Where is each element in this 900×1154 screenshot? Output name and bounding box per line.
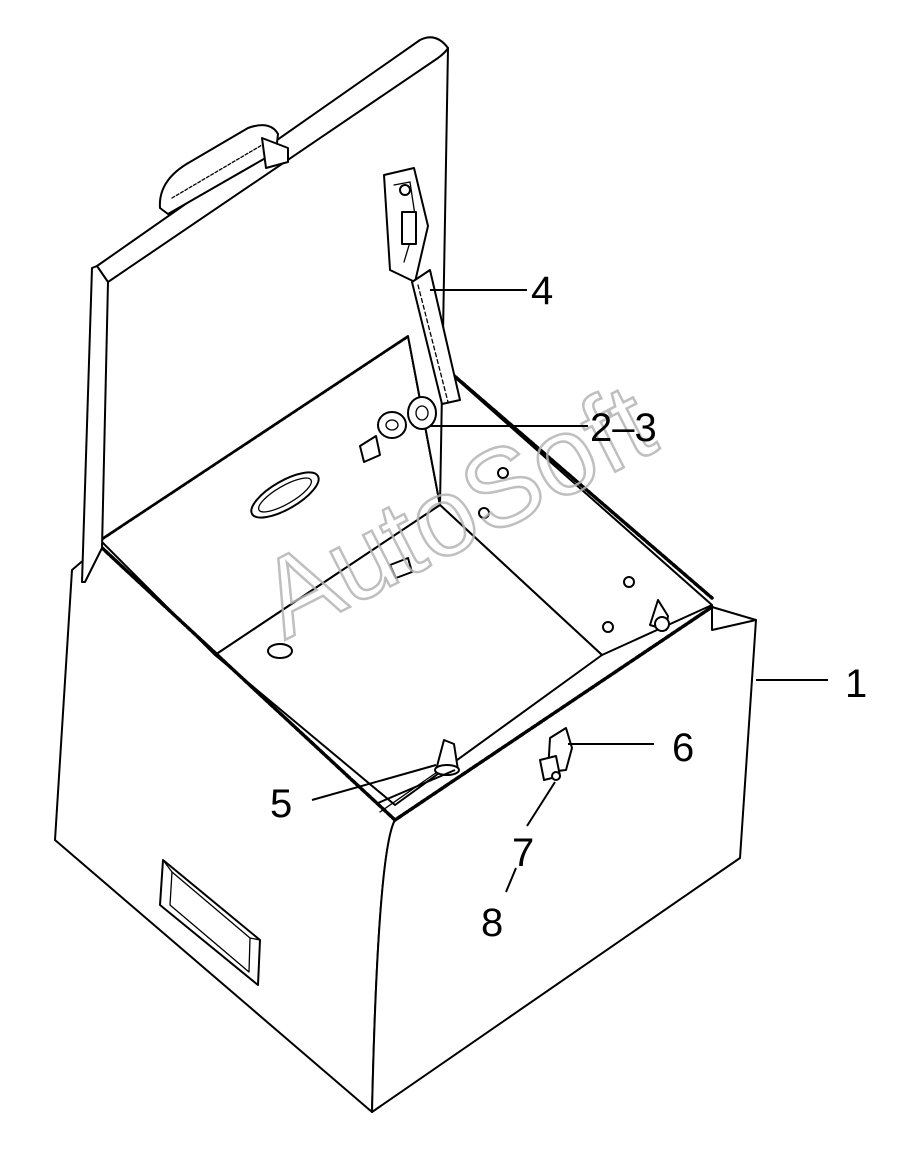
leader-7 xyxy=(526,781,556,827)
callout-leaders xyxy=(311,289,828,893)
front-rim xyxy=(98,544,714,823)
floor-fittings xyxy=(267,557,670,659)
lid-strut-bracket xyxy=(383,167,429,283)
callout-label-2-3: 2–3 xyxy=(590,406,657,450)
callout-label-4: 4 xyxy=(531,269,553,313)
lid-handle xyxy=(158,124,289,215)
wall-studs xyxy=(478,467,635,633)
callout-labels: 1 2–3 4 5 6 7 8 xyxy=(270,269,867,945)
box-handle-cutout xyxy=(159,859,261,986)
callout-label-6: 6 xyxy=(672,726,694,770)
callout-label-5: 5 xyxy=(270,782,292,826)
box-front-face xyxy=(371,606,757,1113)
box-corner-step xyxy=(711,606,757,631)
hinge-latch-assembly xyxy=(359,396,437,463)
box-body xyxy=(54,545,757,1113)
callout-label-8: 8 xyxy=(481,901,503,945)
gas-strut xyxy=(411,269,461,405)
back-wall-handhole xyxy=(250,471,320,519)
leader-8 xyxy=(505,867,517,893)
callout-label-1: 1 xyxy=(845,662,867,706)
callout-label-7: 7 xyxy=(512,831,534,875)
leader-5b xyxy=(377,769,456,804)
front-hardware xyxy=(434,727,573,781)
leader-5a xyxy=(311,764,437,801)
interior-floor xyxy=(214,504,603,806)
box-lid xyxy=(81,36,461,583)
